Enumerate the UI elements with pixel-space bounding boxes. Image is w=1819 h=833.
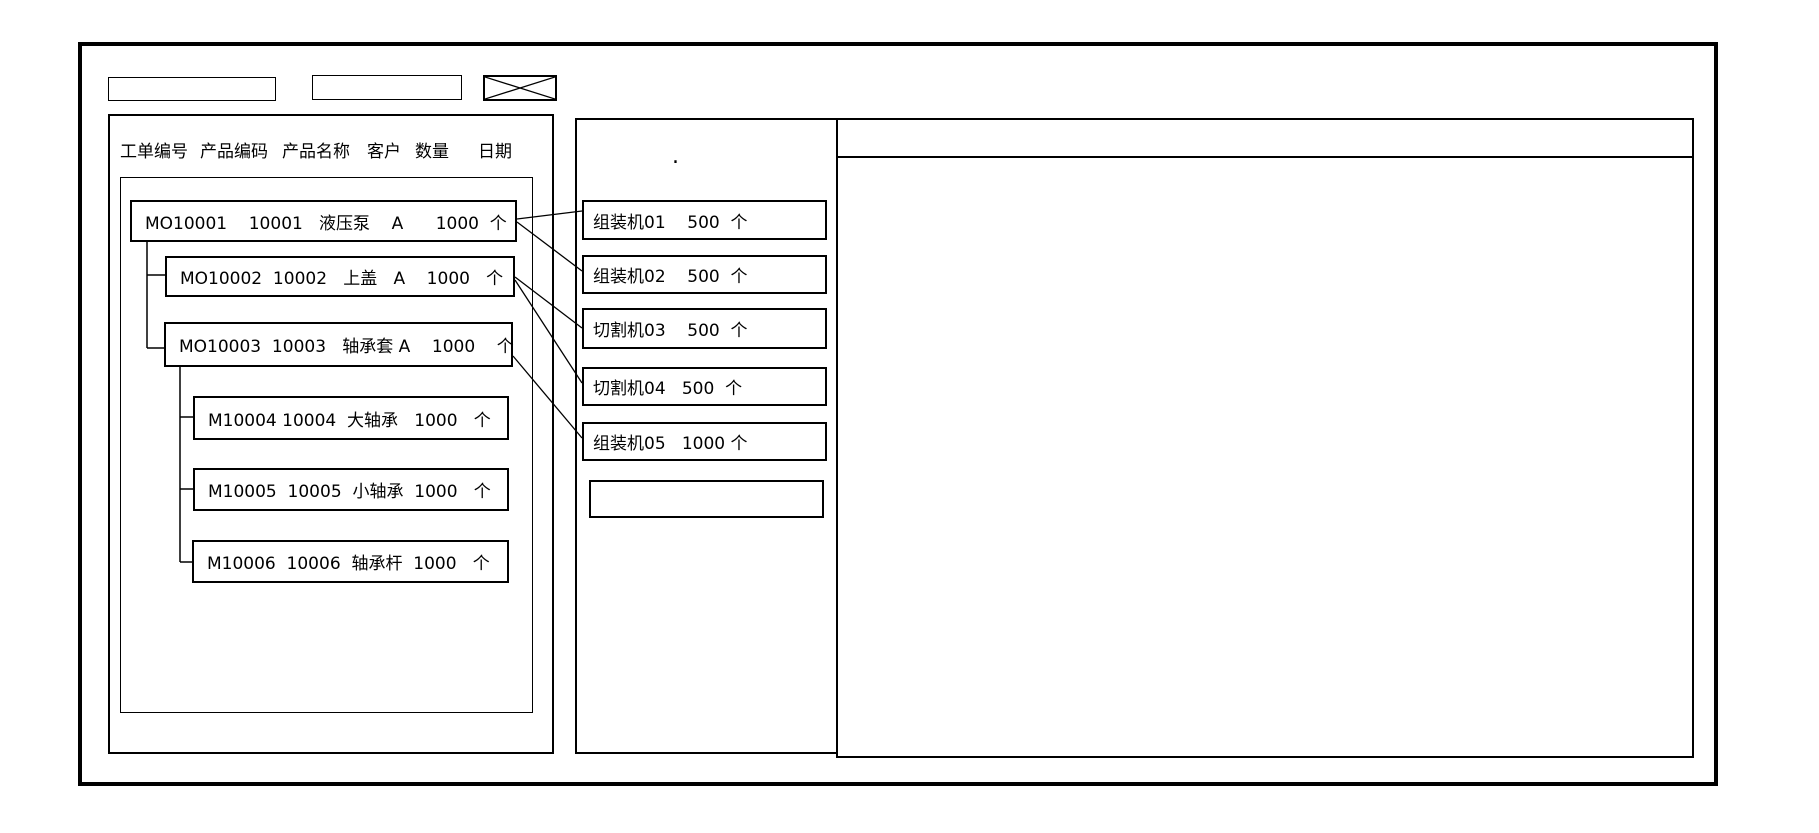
toolbar-field-2[interactable] [312,75,462,100]
machine-slot-label: 组装机02 500 个 [593,267,748,287]
order-node-mo10002[interactable]: MO10002 10002 上盖 A 1000 个 [165,256,515,297]
order-node-label: MO10002 10002 上盖 A 1000 个 [180,269,504,289]
column-header-quantity: 数量 [415,142,449,162]
order-node-label: MO10001 10001 液压泵 A 1000 个 [145,213,507,234]
column-header-customer: 客户 [367,142,401,162]
order-node-mo10003[interactable]: MO10003 10003 轴承套 A 1000 个 [164,322,514,367]
outer-frame [78,42,1718,786]
order-node-mo10001[interactable]: MO10001 10001 液压泵 A 1000 个 [130,200,517,242]
order-node-label: M10005 10005 小轴承 1000 个 [208,482,491,502]
machine-slot-3[interactable]: 切割机03 500 个 [582,308,827,349]
machine-slot-4[interactable]: 切割机04 500 个 [582,367,827,406]
column-header-product-code: 产品编码 [200,142,268,162]
crossed-box-x-lines [485,77,555,99]
machine-slot-label: 组装机01 500 个 [593,212,748,233]
order-node-label: M10004 10004 大轴承 1000 个 [208,410,491,431]
order-node-label: M10006 10006 轴承杆 1000 个 [207,554,490,574]
column-header-order-no: 工单编号 [120,142,188,162]
order-node-m10006[interactable]: M10006 10006 轴承杆 1000 个 [192,540,509,583]
machine-slot-1[interactable]: 组装机01 500 个 [582,200,827,240]
machine-slot-label: 切割机03 500 个 [593,321,748,341]
stray-dot-mark: . [672,144,679,169]
machine-slot-label: 组装机05 1000 个 [593,434,748,454]
order-node-m10004[interactable]: M10004 10004 大轴承 1000 个 [193,396,509,440]
machine-slot-label: 切割机04 500 个 [593,379,743,399]
column-header-date: 日期 [478,142,512,162]
machine-slot-2[interactable]: 组装机02 500 个 [582,255,827,294]
detail-panel [836,118,1694,758]
crossed-box-icon[interactable] [483,75,557,101]
column-header-product-name: 产品名称 [282,142,350,162]
machine-slot-5[interactable]: 组装机05 1000 个 [582,422,827,461]
machine-slot-empty[interactable] [589,480,824,518]
order-node-label: MO10003 10003 轴承套 A 1000 个 [179,337,514,357]
detail-panel-header-divider [836,156,1694,158]
order-node-m10005[interactable]: M10005 10005 小轴承 1000 个 [193,468,509,511]
toolbar-field-1[interactable] [108,77,276,101]
